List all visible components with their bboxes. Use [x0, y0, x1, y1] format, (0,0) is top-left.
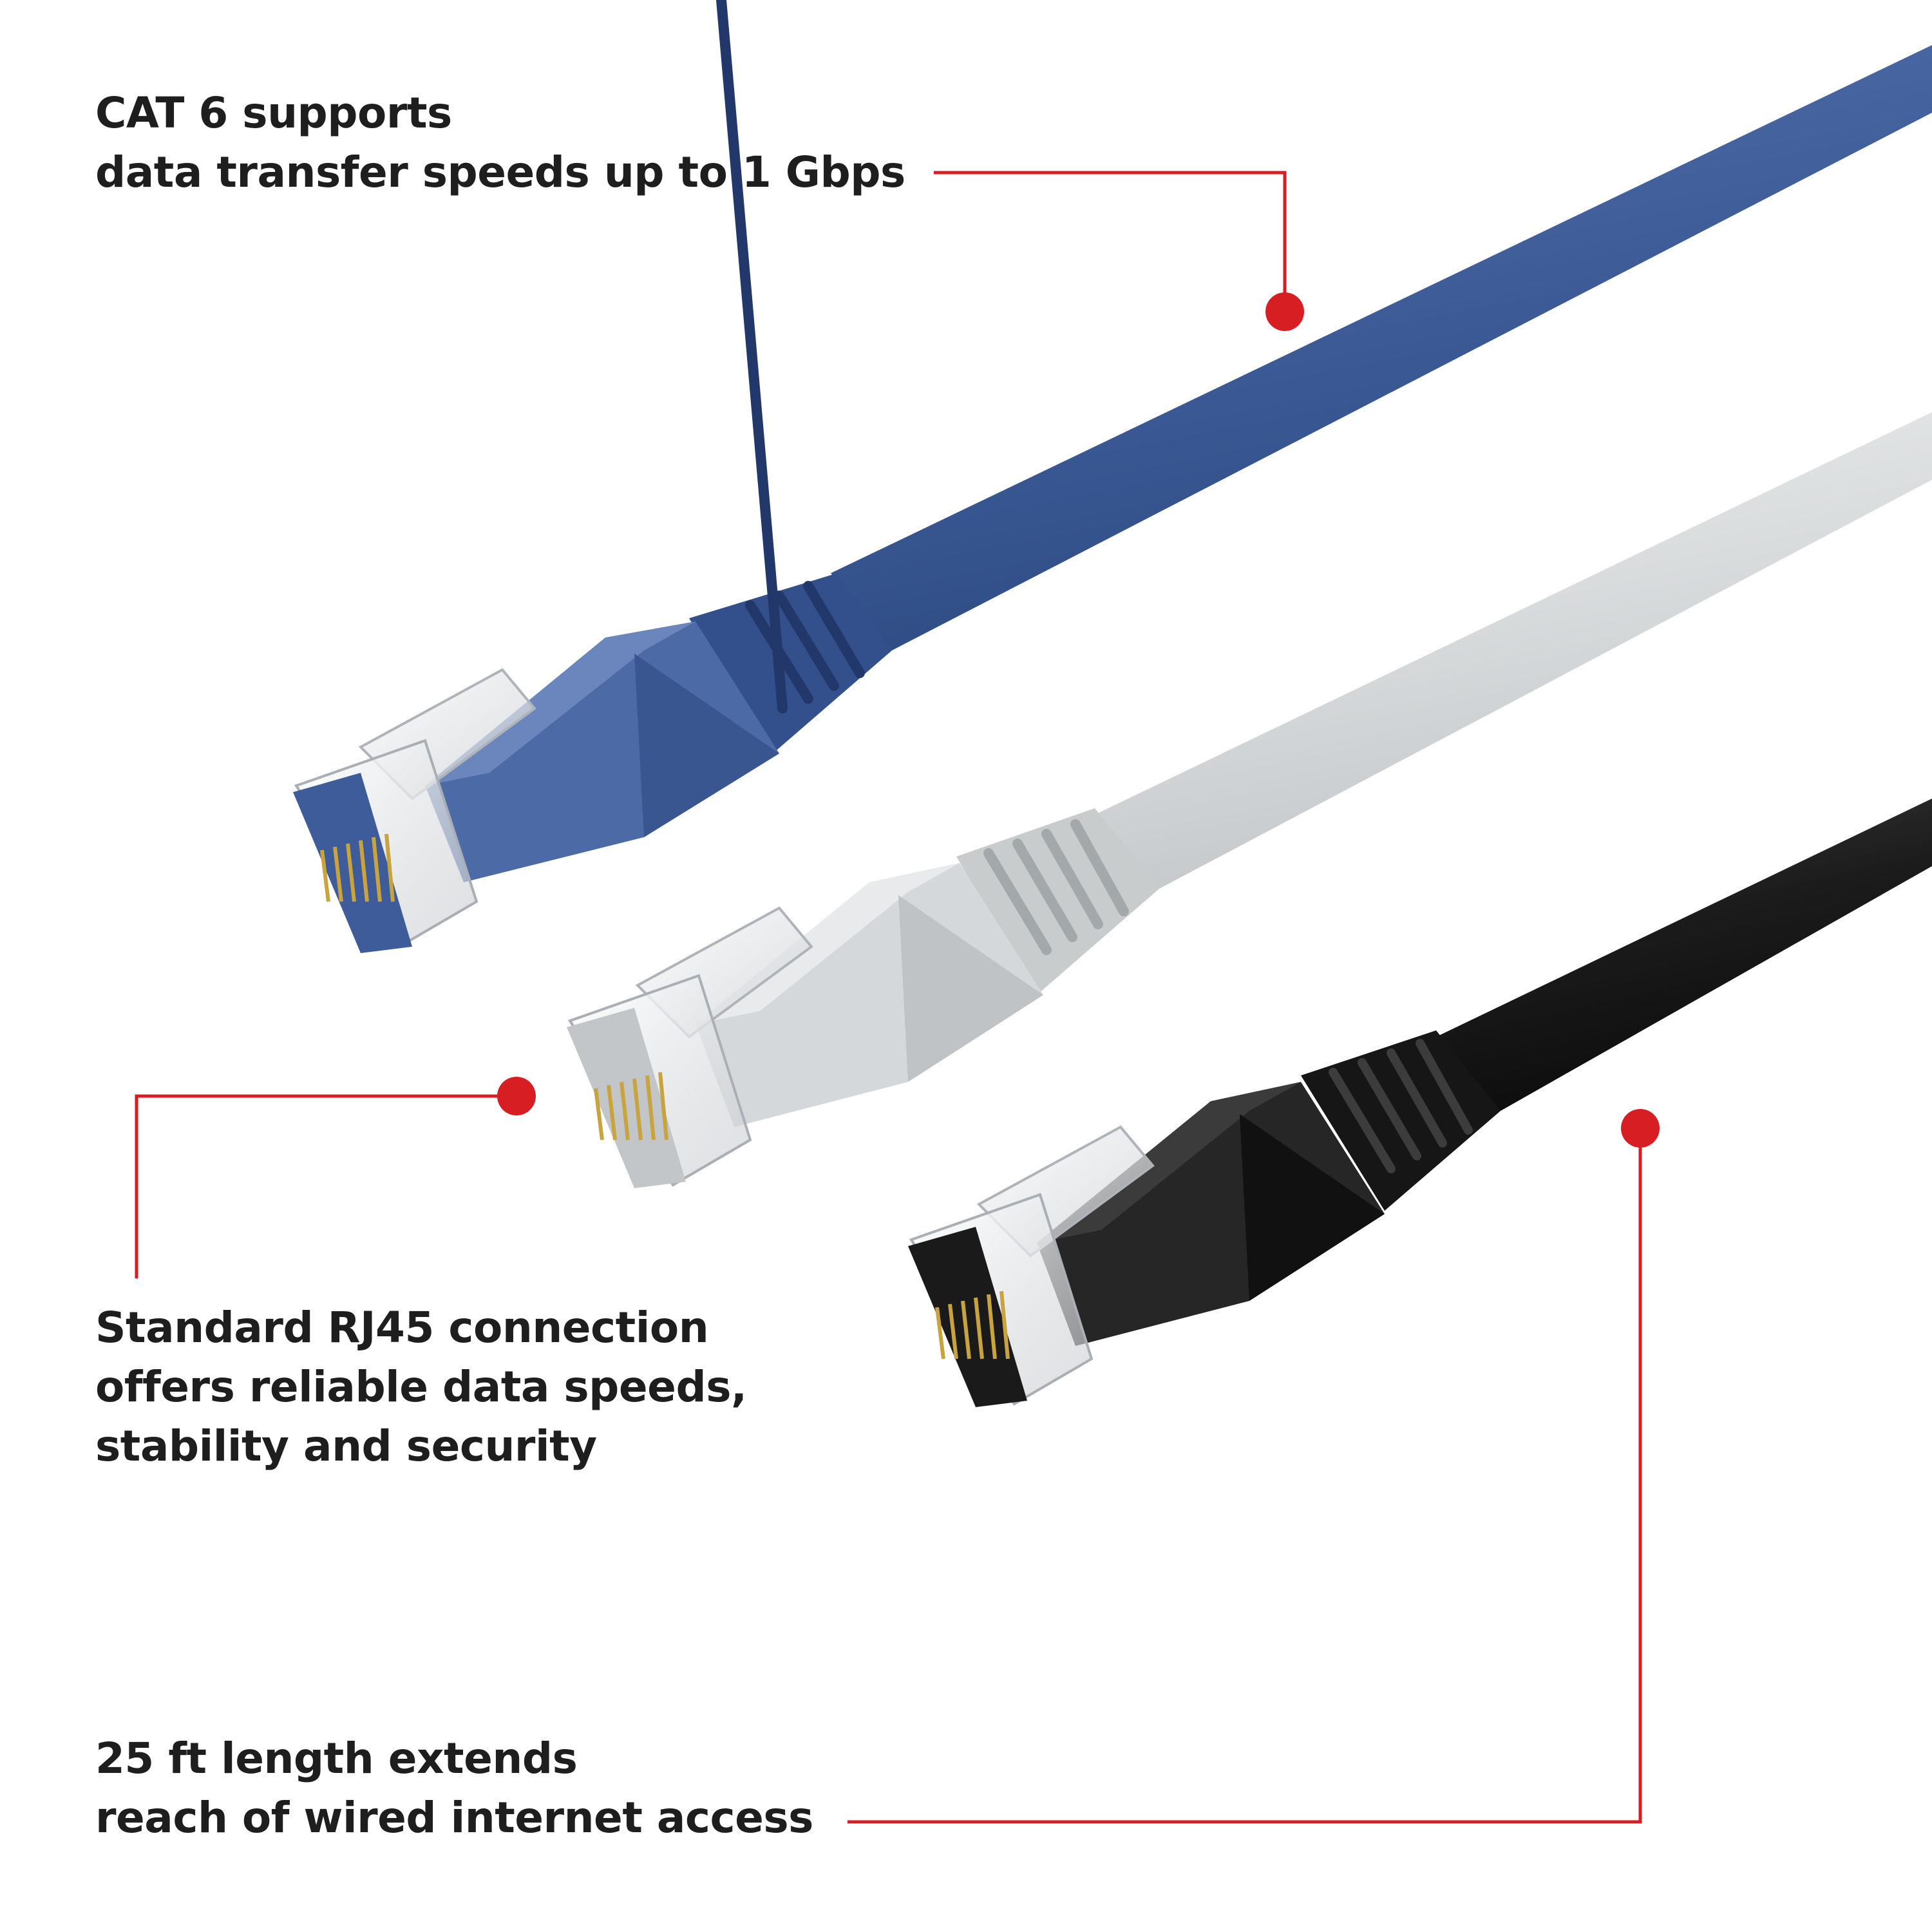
- callout-speed-line-2: data transfer speeds up to 1 Gbps: [95, 147, 905, 197]
- callout-speed-line-1: CAT 6 supports: [95, 88, 452, 138]
- black-cable-cord: [1436, 799, 1932, 1111]
- white-cable-cord: [1095, 412, 1932, 889]
- callout-speed: CAT 6 supports data transfer speeds up t…: [95, 84, 905, 202]
- blue-cable-contacts: [320, 833, 395, 902]
- callout-leader-1: [934, 171, 1304, 331]
- callout-rj45-line-2: offers reliable data speeds,: [95, 1362, 747, 1412]
- white-cable-contacts: [594, 1072, 668, 1141]
- callout-rj45-line-1: Standard RJ45 connection: [95, 1303, 709, 1352]
- leader-dot-1: [1265, 292, 1304, 331]
- leader-line-2: [135, 1094, 516, 1278]
- white-cable-front-face: [567, 1008, 686, 1188]
- callout-length: 25 ft length extends reach of wired inte…: [95, 1729, 813, 1848]
- blue-cable: [293, 0, 1932, 953]
- leader-dot-3: [1621, 1109, 1660, 1148]
- white-cable-connector-body: [696, 863, 1043, 1127]
- callout-leader-3: [848, 1109, 1660, 1824]
- blue-cable-connector-body: [425, 621, 779, 882]
- white-cable: [567, 412, 1932, 1188]
- black-cable: [908, 799, 1932, 1407]
- callout-leader-2: [135, 1077, 536, 1278]
- blue-cable-ridges: [716, 0, 865, 714]
- blue-cable-front-face: [293, 773, 412, 953]
- blue-cable-cord: [831, 45, 1932, 650]
- white-cable-ridges: [983, 819, 1129, 955]
- black-cable-connector-shadow: [1240, 1114, 1385, 1301]
- blue-cable-connector-shadow: [634, 654, 779, 837]
- white-cable-strain-relief: [956, 808, 1159, 995]
- black-cable-ridges: [1329, 1039, 1473, 1173]
- white-cable-connector-shadow: [898, 895, 1043, 1082]
- leader-dot-2: [497, 1077, 536, 1115]
- black-cable-contacts: [935, 1291, 1010, 1359]
- callout-rj45: Standard RJ45 connection offers reliable…: [95, 1298, 747, 1476]
- callout-length-line-2: reach of wired internet access: [95, 1793, 813, 1842]
- callout-length-line-1: 25 ft length extends: [95, 1734, 578, 1783]
- black-cable-connector-body: [1037, 1082, 1385, 1346]
- blue-cable-connector-top: [425, 621, 696, 786]
- leader-line-1: [934, 171, 1287, 310]
- callout-rj45-line-3: stability and security: [95, 1421, 597, 1471]
- black-cable-front-face: [908, 1227, 1027, 1407]
- leader-line-3: [848, 1128, 1642, 1824]
